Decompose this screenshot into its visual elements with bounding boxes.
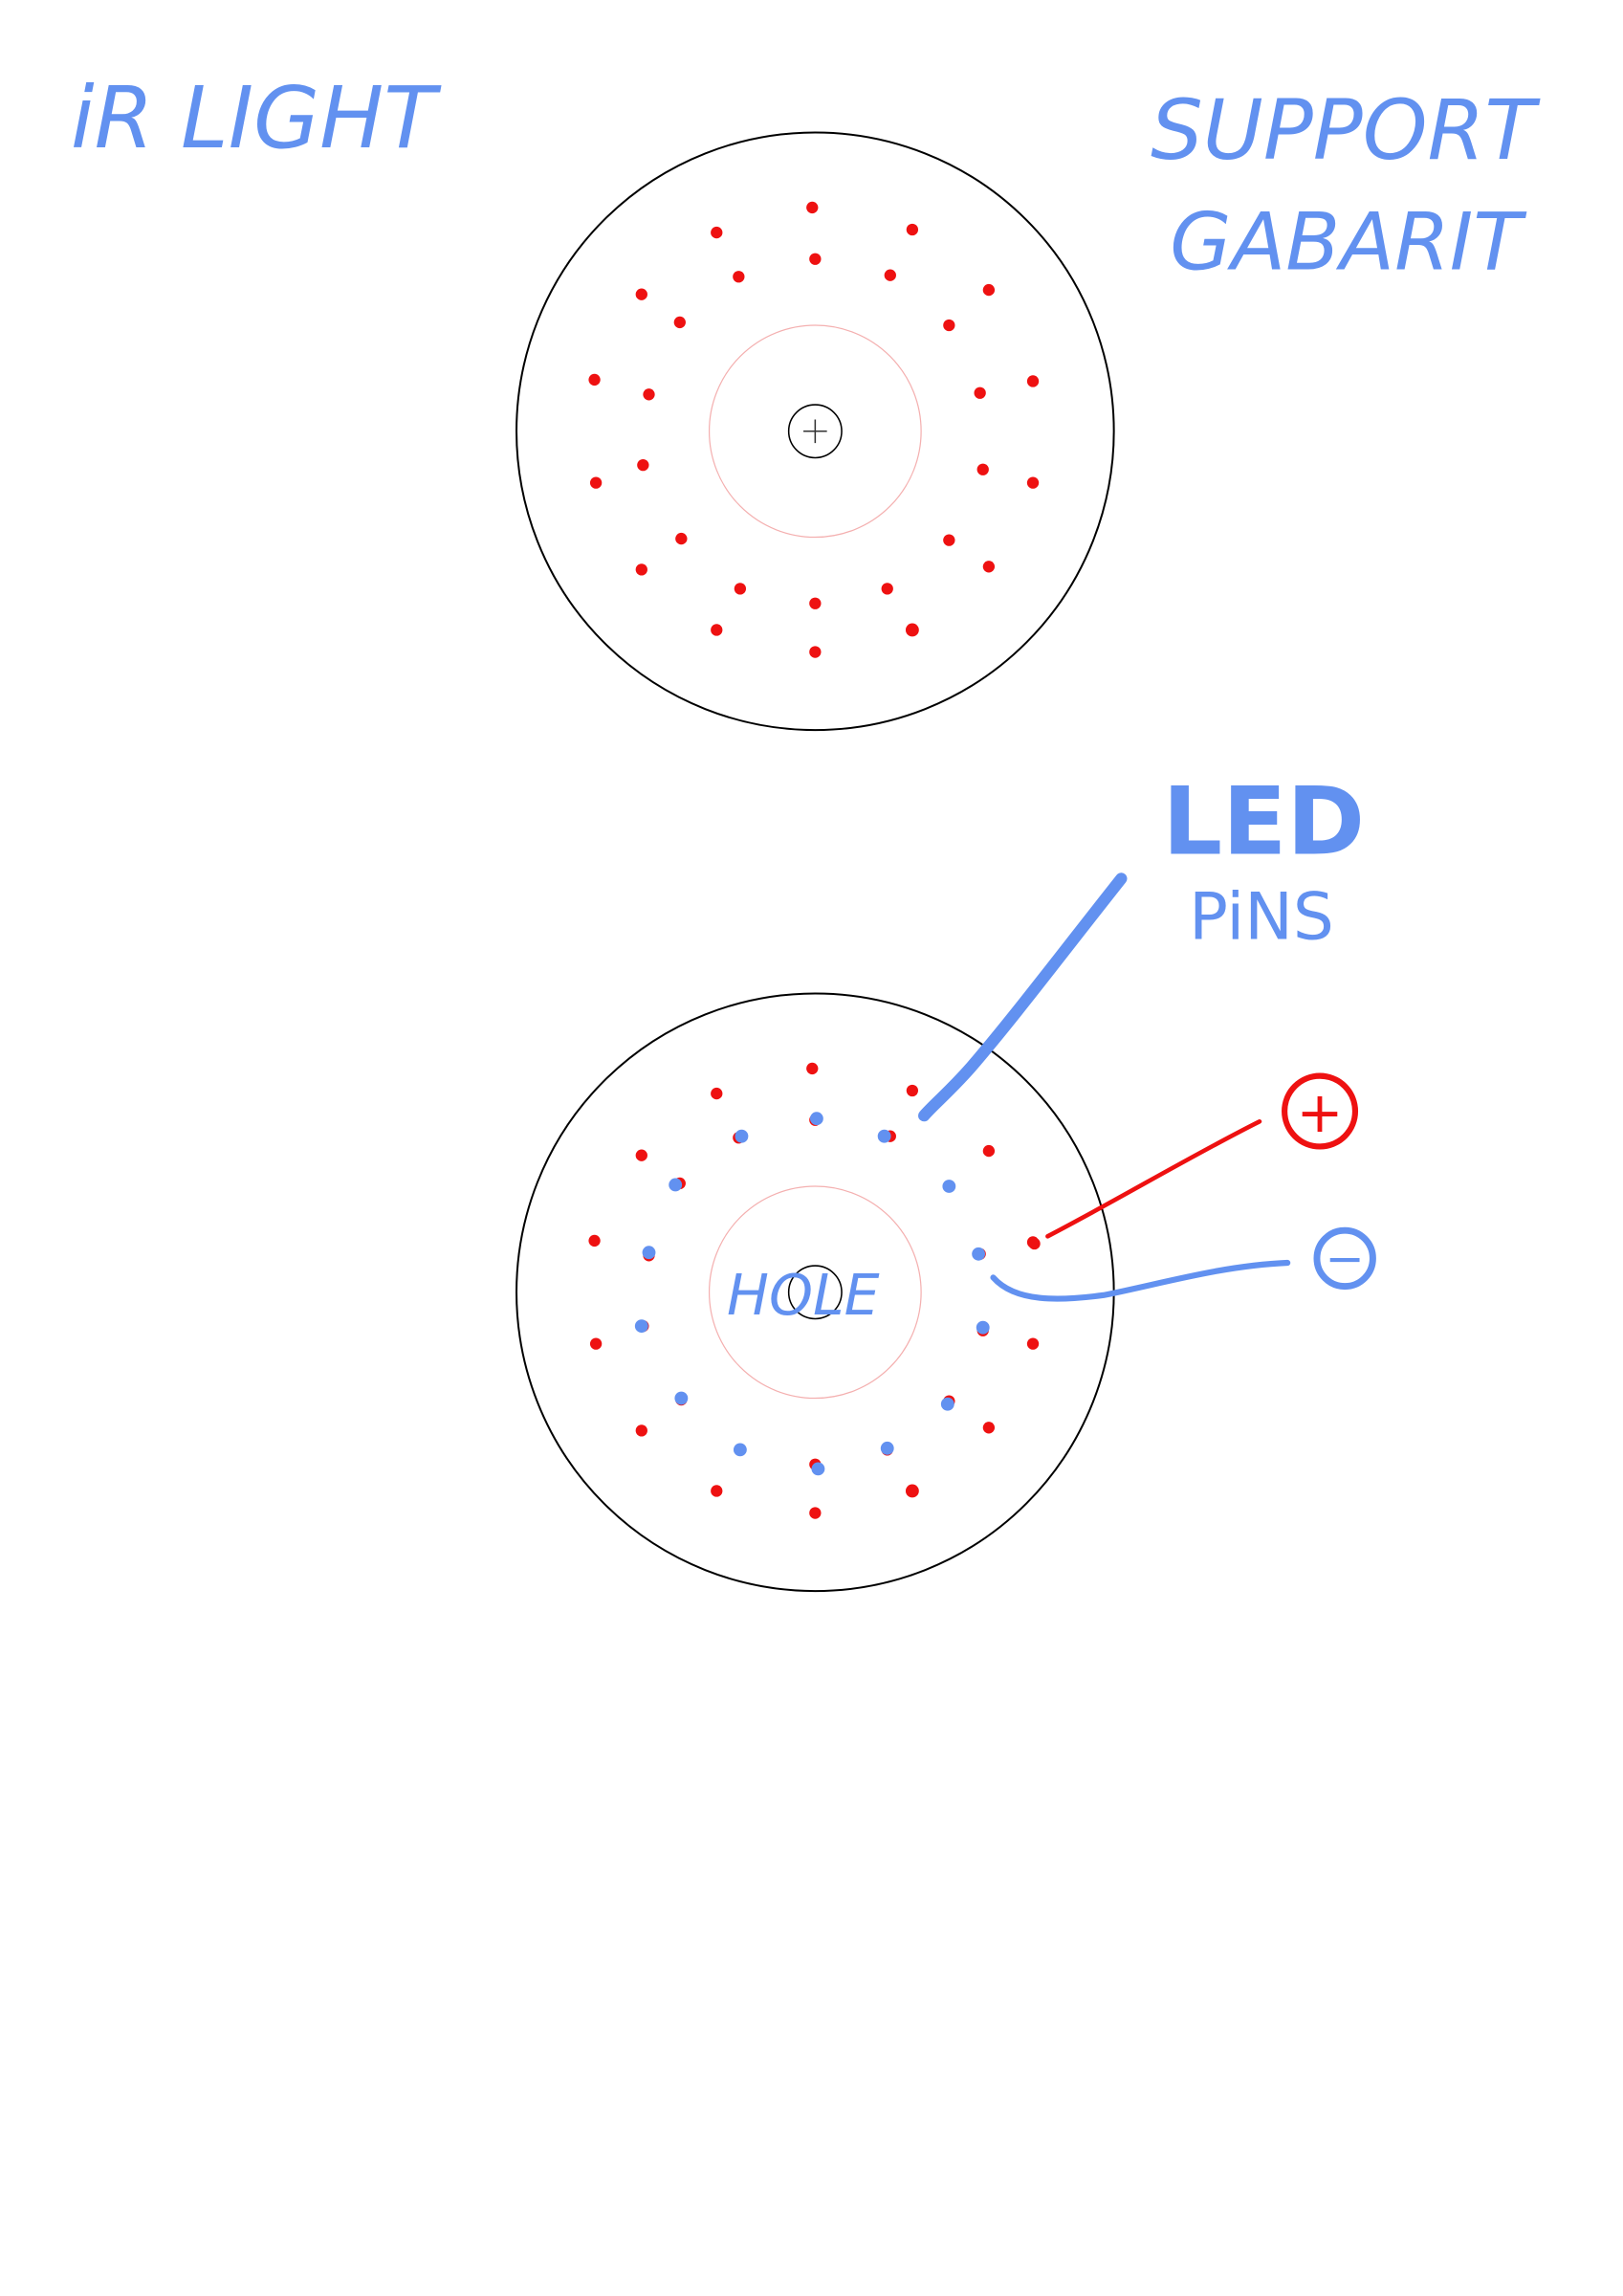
minus-symbol: − — [1326, 1230, 1365, 1286]
title-ir-light: iR LIGHT — [71, 69, 442, 168]
led-label: LED — [1162, 767, 1365, 876]
center-hole — [787, 404, 843, 459]
plus-symbol: + — [1297, 1080, 1344, 1145]
center-cross-icon — [803, 419, 827, 444]
hole-label: HOLE — [727, 1263, 880, 1328]
title-support: SUPPORT — [1151, 83, 1541, 179]
title-gabarit: GABARIT — [1170, 196, 1527, 289]
pin-dots — [634, 1112, 990, 1476]
pins-label: PiNS — [1189, 879, 1334, 955]
minus-wire — [990, 1259, 1291, 1302]
center-hole — [787, 1265, 843, 1320]
inner-ring — [708, 1185, 922, 1400]
template-top — [515, 131, 1115, 732]
plus-pin — [1028, 1237, 1041, 1250]
inner-ring — [708, 324, 922, 539]
minus-terminal-icon — [1313, 1226, 1376, 1291]
plus-terminal-icon — [1282, 1072, 1359, 1150]
outer-circle — [515, 131, 1115, 732]
leader-line — [918, 872, 1128, 1122]
plus-wire — [1045, 1119, 1262, 1239]
led-dots — [588, 201, 1040, 658]
